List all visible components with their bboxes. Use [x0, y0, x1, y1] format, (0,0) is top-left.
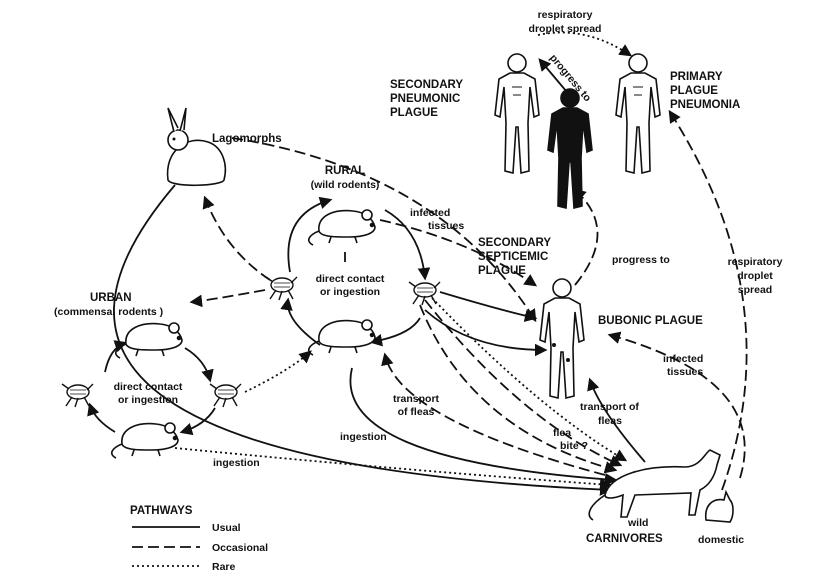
- urban-rodent-bottom-icon: [112, 423, 178, 458]
- respiratory-right-label-1: respiratory: [728, 256, 783, 268]
- domestic-cat-icon: [706, 492, 733, 522]
- ingestion-bottom-label: ingestion: [213, 457, 260, 469]
- rural-rodent-top-icon: [309, 210, 375, 245]
- secondary-pneumonic-label-2: PNEUMONIC: [390, 93, 460, 105]
- secondary-pneumonic-label-3: PLAGUE: [390, 107, 438, 119]
- secondary-pneumonic-label-1: SECONDARY: [390, 79, 463, 91]
- secondary-septicemic-label-1: SECONDARY: [478, 237, 551, 249]
- rural-flea-right-icon: [409, 282, 440, 305]
- secondary-septicemic-label-2: SEPTICEMIC: [478, 251, 548, 263]
- rural-flea-left-icon: [266, 277, 297, 300]
- legend-rare-label: Rare: [212, 561, 236, 573]
- rural-rodent-bottom-icon: [309, 320, 375, 355]
- urban-label: URBAN: [90, 292, 132, 304]
- primary-plague-label-2: PLAGUE: [670, 85, 718, 97]
- primary-plague-label-3: PNEUMONIA: [670, 99, 740, 111]
- rural-label: RURAL: [325, 165, 365, 177]
- transport-fleas-left-label-1: transport: [393, 393, 440, 405]
- bubonic-plague-human-icon: [540, 279, 584, 398]
- progress-to-mid-label: progress to: [612, 254, 670, 266]
- primary-plague-label-1: PRIMARY: [670, 71, 723, 83]
- rural-or-ingestion-label: or ingestion: [320, 286, 380, 298]
- urban-direct-contact-label: direct contact: [114, 381, 183, 393]
- transport-fleas-left-label-2: of fleas: [398, 406, 435, 418]
- ingestion-mid-label: ingestion: [340, 431, 387, 443]
- urban-or-ingestion-label: or ingestion: [118, 394, 178, 406]
- urban-flea-left-icon: [62, 384, 93, 407]
- domestic-label: domestic: [698, 534, 744, 546]
- bubonic-plague-label: BUBONIC PLAGUE: [598, 315, 703, 327]
- urban-rodent-top-icon: [116, 323, 182, 358]
- pathways-legend: PATHWAYS Usual Occasional Rare: [130, 505, 268, 573]
- respiratory-right-label-3: spread: [738, 284, 772, 296]
- droplet-spread-top-label: droplet spread: [529, 23, 602, 35]
- rabbit-icon: [168, 108, 226, 185]
- respiratory-right-label-2: droplet: [737, 270, 773, 282]
- primary-pneumonia-human-icon: [616, 54, 660, 173]
- flea-bite-label-1: flea: [553, 427, 571, 439]
- rural-direct-contact-label: direct contact: [316, 273, 385, 285]
- diagram-labels: respiratory droplet spread progress to S…: [54, 9, 783, 546]
- rural-wild-rodents-label: (wild rodents): [311, 179, 380, 191]
- urban-flea-right-icon: [210, 384, 241, 407]
- urban-commensal-label: (commensal rodents ): [54, 306, 163, 318]
- legend-usual-label: Usual: [212, 522, 241, 534]
- carnivores-label: CARNIVORES: [586, 533, 663, 545]
- transport-fleas-right-label-2: fleas: [598, 415, 622, 427]
- infected-tissues-top-label-1: infected: [410, 207, 450, 219]
- legend-title: PATHWAYS: [130, 505, 193, 517]
- secondary-pneumonic-human-icon: [495, 54, 539, 173]
- lagomorphs-label: Lagomorphs: [212, 133, 282, 145]
- secondary-septicemic-human-icon: [548, 89, 592, 208]
- wild-label: wild: [627, 517, 648, 529]
- legend-occasional-label: Occasional: [212, 542, 268, 554]
- transport-fleas-right-label-1: transport of: [580, 401, 639, 413]
- secondary-septicemic-label-3: PLAGUE: [478, 265, 526, 277]
- infected-tissues-top-label-2: tissues: [428, 220, 464, 232]
- infected-tissues-right-label-1: infected: [663, 353, 703, 365]
- infected-tissues-right-label-2: tissues: [667, 366, 703, 378]
- respiratory-top-label: respiratory: [538, 9, 593, 21]
- flea-bite-label-2: bite ?: [560, 440, 588, 452]
